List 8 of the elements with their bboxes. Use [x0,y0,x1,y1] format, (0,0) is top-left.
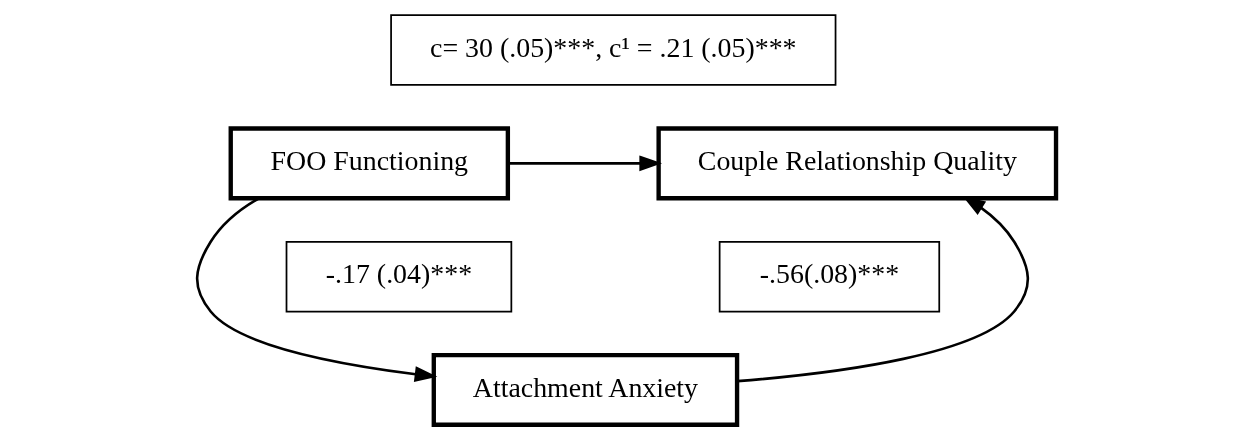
node-box: FOO Functioning [228,126,511,201]
arrow [508,155,663,172]
node-box: Attachment Anxiety [431,352,740,427]
node-box: c= 30 (.05)***, c¹ = .21 (.05)*** [390,14,837,86]
node-box: -.56(.08)*** [718,240,941,313]
node-box: Couple Relationship Quality [656,126,1059,201]
arrow [195,197,438,382]
node-box: -.17 (.04)*** [285,240,513,313]
